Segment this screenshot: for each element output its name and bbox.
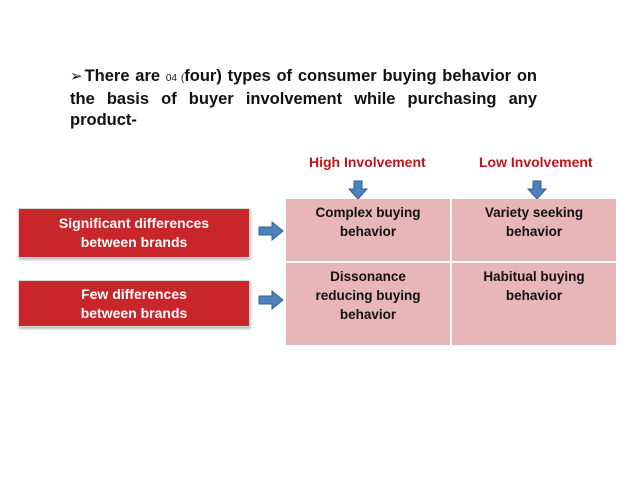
arrow-bullet-icon: ➢ <box>70 68 83 85</box>
cell-complex-buying: Complex buying behavior <box>286 199 450 261</box>
cell-line: behavior <box>505 288 563 303</box>
row-label-significant-differences: Significant differences between brands <box>18 208 250 258</box>
cell-line: Dissonance <box>330 269 406 284</box>
cell-habitual-buying: Habitual buying behavior <box>452 263 616 345</box>
right-arrow-icon <box>258 221 284 241</box>
cell-variety-seeking: Variety seeking behavior <box>452 199 616 261</box>
row-label-line: between brands <box>80 234 188 250</box>
row-label-line: Few differences <box>81 285 187 302</box>
row-label-line: between brands <box>80 304 188 321</box>
row-label-few-differences: Few differences between brands <box>18 280 250 327</box>
cell-line: behavior <box>339 224 397 239</box>
column-heading-high-involvement: High Involvement <box>309 154 426 170</box>
intro-lead: There are <box>84 67 166 85</box>
intro-count-word: four) <box>184 67 222 85</box>
column-heading-low-involvement: Low Involvement <box>479 154 593 170</box>
intro-text: ➢There are 04 (four) types of consumer b… <box>70 66 537 131</box>
cell-dissonance-reducing: Dissonance reducing buying behavior <box>286 263 450 345</box>
intro-rest: types of consumer buying behavior on the… <box>70 67 537 129</box>
cell-line: behavior <box>505 224 563 239</box>
down-arrow-icon <box>527 180 547 200</box>
right-arrow-icon <box>258 290 284 310</box>
row-label-line: Significant differences <box>58 215 210 231</box>
down-arrow-icon <box>348 180 368 200</box>
cell-line: behavior <box>339 307 397 322</box>
cell-line: Complex buying <box>315 205 421 220</box>
intro-count-number: 04 ( <box>165 73 185 84</box>
cell-line: Habitual buying <box>483 269 585 284</box>
cell-line: reducing buying <box>315 288 421 303</box>
cell-line: Variety seeking <box>484 205 584 220</box>
